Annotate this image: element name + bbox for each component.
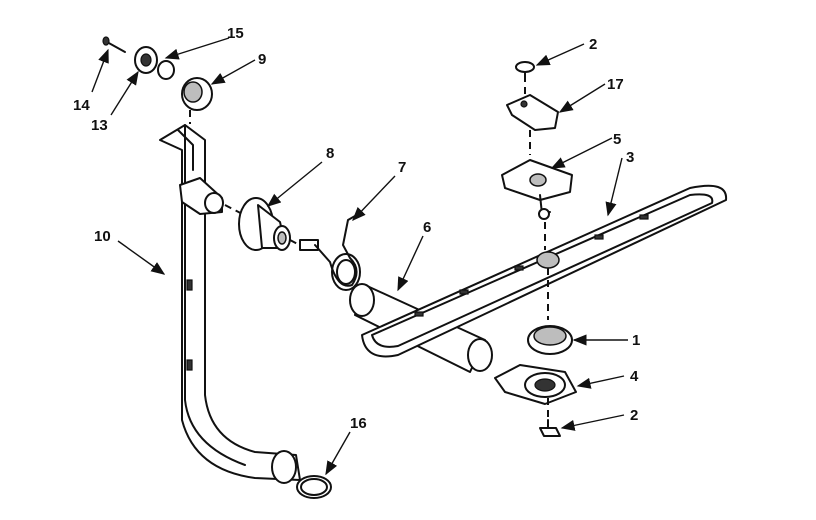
callout-10: 10: [94, 228, 111, 245]
callout-7: 7: [398, 159, 406, 176]
screw-part-14: [102, 36, 126, 53]
supply-tube-part: [159, 124, 301, 484]
callout-2-upper: 2: [589, 36, 597, 53]
callout-14: 14: [73, 97, 90, 114]
callout-3: 3: [626, 149, 634, 166]
callout-5: 5: [613, 131, 621, 148]
plate-part-17: [506, 94, 559, 131]
callout-1: 1: [632, 332, 640, 349]
bracket-part-5: [501, 159, 573, 220]
spray-arm-part-3: [361, 184, 728, 358]
callout-17: 17: [607, 76, 624, 93]
o-ring-part-16: [296, 475, 332, 499]
nut-part-9: [181, 77, 213, 111]
callout-4: 4: [630, 368, 639, 385]
callout-2-lower: 2: [630, 407, 638, 424]
screw-part-2-upper: [515, 61, 535, 81]
callout-15: 15: [227, 25, 244, 42]
manifold-part-4: [494, 364, 577, 405]
clip-part-7: [299, 215, 361, 291]
screw-part-2-lower: [539, 419, 561, 437]
callout-16: 16: [350, 415, 367, 432]
hub-bearing-part-8: [238, 197, 291, 251]
leader-lines: [91, 37, 628, 476]
bearing-ring-part-1: [527, 325, 573, 355]
o-ring-part-15: [157, 60, 175, 80]
washer-part-13: [134, 46, 158, 74]
callout-8: 8: [326, 145, 334, 162]
callout-9: 9: [258, 51, 266, 68]
callout-13: 13: [91, 117, 108, 134]
callout-6: 6: [423, 219, 431, 236]
